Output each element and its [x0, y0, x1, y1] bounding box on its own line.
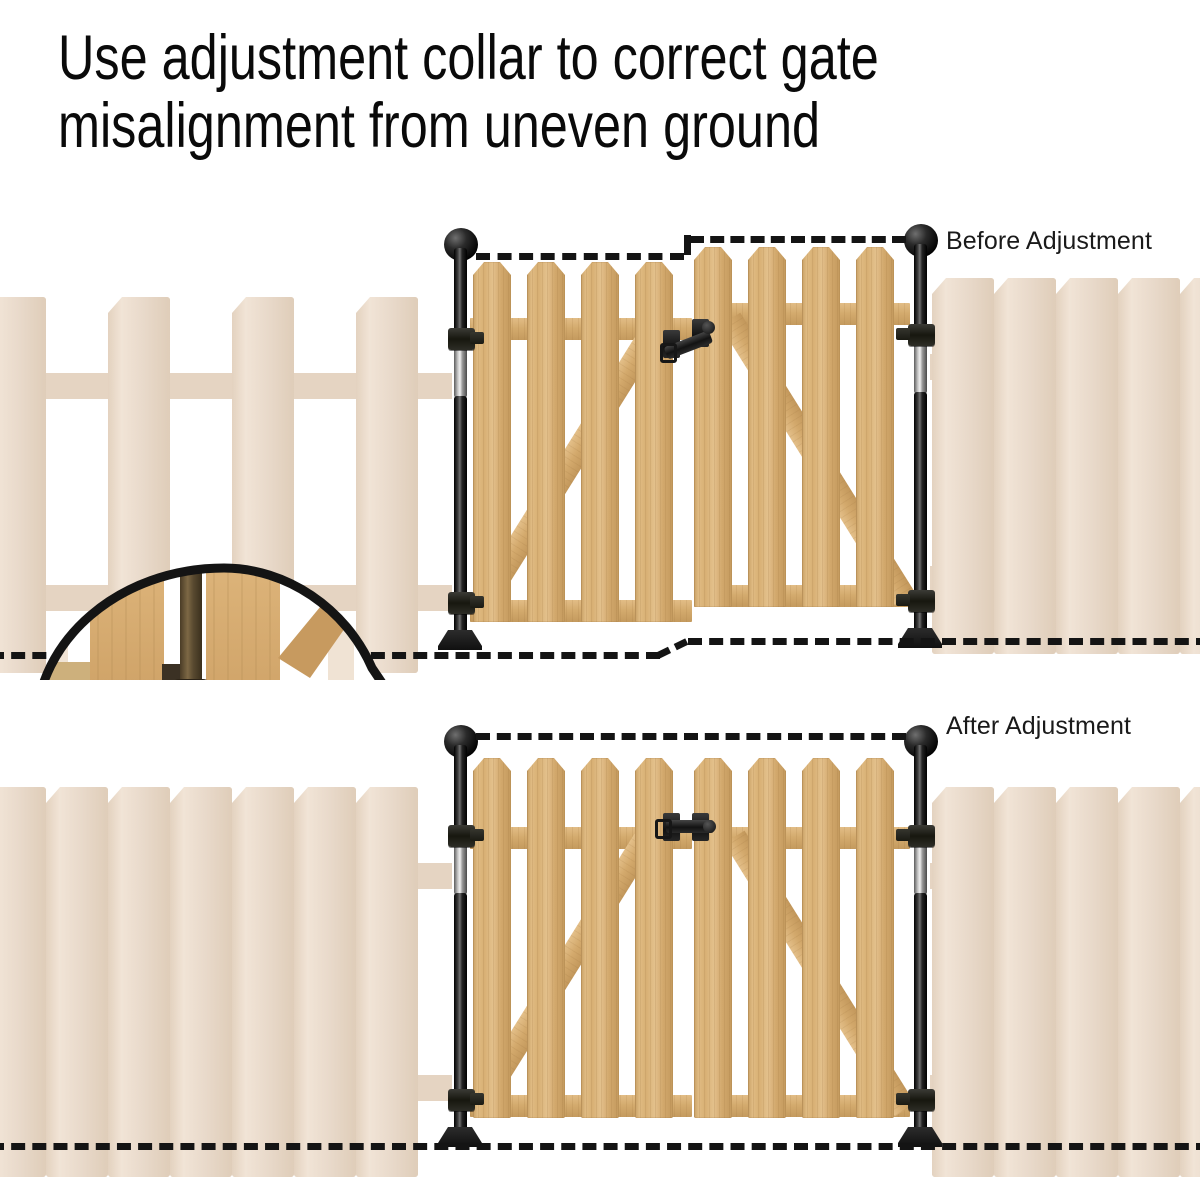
background-picket [356, 297, 418, 673]
guide-line-step-connector [684, 235, 691, 255]
label-after-adjustment: After Adjustment [946, 712, 1132, 740]
post-base-anchor [438, 630, 482, 650]
adjustment-collar-lower[interactable] [908, 1089, 935, 1111]
post-shaft [454, 396, 467, 636]
gate-picket [802, 758, 840, 1118]
background-picket [1118, 787, 1180, 1177]
background-picket [932, 278, 994, 654]
adjustment-collar-upper[interactable] [908, 324, 935, 346]
gate-picket [748, 247, 786, 607]
gate-picket [694, 247, 732, 607]
ground-line-right [688, 638, 1200, 645]
post-shaft [914, 745, 927, 835]
background-picket [232, 787, 294, 1177]
collar-bracket [896, 594, 910, 606]
latch-ring [660, 343, 677, 363]
background-picket [932, 787, 994, 1177]
collar-bracket [896, 829, 910, 841]
background-picket [1056, 787, 1118, 1177]
background-picket [994, 787, 1056, 1177]
ground-line [0, 1143, 1200, 1150]
background-picket [356, 787, 418, 1177]
adjustment-collar-lower[interactable] [448, 1089, 475, 1111]
background-picket [0, 297, 46, 673]
label-before-adjustment: Before Adjustment [946, 227, 1152, 255]
gate-picket [527, 262, 565, 622]
background-picket [0, 787, 46, 1177]
background-picket [1118, 278, 1180, 654]
adjustment-collar-upper[interactable] [448, 328, 475, 350]
post-shaft [914, 244, 927, 334]
gate-picket [856, 247, 894, 607]
latch-knob [702, 321, 715, 334]
guide-line-top [476, 733, 906, 740]
post-shaft [914, 893, 927, 1133]
latch-knob [703, 820, 716, 833]
background-picket [1056, 278, 1118, 654]
post-shaft [454, 893, 467, 1133]
adjustment-collar-upper[interactable] [908, 825, 935, 847]
adjustment-collar-lower[interactable] [448, 592, 475, 614]
background-picket [994, 278, 1056, 654]
adjustment-collar-upper[interactable] [448, 825, 475, 847]
gate-picket [581, 262, 619, 622]
gate-picket [748, 758, 786, 1118]
post-adjustment-sleeve [914, 332, 927, 394]
background-picket [108, 787, 170, 1177]
post-shaft [454, 248, 467, 338]
gate-picket [802, 247, 840, 607]
callout-outline [40, 563, 386, 680]
guide-line-top-left [476, 253, 684, 260]
gate-picket [473, 262, 511, 622]
post-adjustment-sleeve [914, 833, 927, 895]
background-picket [1180, 278, 1200, 654]
magnifier-callout [28, 562, 440, 680]
latch-bar [666, 820, 714, 833]
panel-after-adjustment: After Adjustment [0, 700, 1200, 1200]
page-title: Use adjustment collar to correct gate mi… [58, 23, 879, 162]
collar-bracket [470, 829, 484, 841]
background-picket [294, 787, 356, 1177]
background-picket [46, 787, 108, 1177]
guide-line-top-right [690, 236, 906, 243]
adjustment-collar-lower[interactable] [908, 590, 935, 612]
gate-picket [473, 758, 511, 1118]
background-fence-left [0, 745, 1200, 1177]
background-fence-right [0, 745, 1200, 1177]
gate-picket [581, 758, 619, 1118]
post-shaft [914, 392, 927, 634]
post-base-anchor [438, 1127, 482, 1147]
post-shaft [454, 745, 467, 835]
background-fence-right [0, 236, 1200, 656]
gate-picket [635, 262, 673, 622]
background-picket [1180, 787, 1200, 1177]
panel-before-adjustment: Before Adjustment [0, 210, 1200, 680]
collar-bracket [470, 332, 484, 344]
gate-picket [527, 758, 565, 1118]
gate-picket [635, 758, 673, 1118]
collar-bracket [896, 1093, 910, 1105]
post-adjustment-sleeve [454, 336, 467, 398]
collar-bracket [470, 1093, 484, 1105]
collar-bracket [896, 328, 910, 340]
post-base-anchor [898, 1127, 942, 1147]
gate-picket [856, 758, 894, 1118]
post-adjustment-sleeve [454, 833, 467, 895]
gate-picket [694, 758, 732, 1118]
collar-bracket [470, 596, 484, 608]
background-picket [170, 787, 232, 1177]
latch-ring [655, 819, 672, 839]
